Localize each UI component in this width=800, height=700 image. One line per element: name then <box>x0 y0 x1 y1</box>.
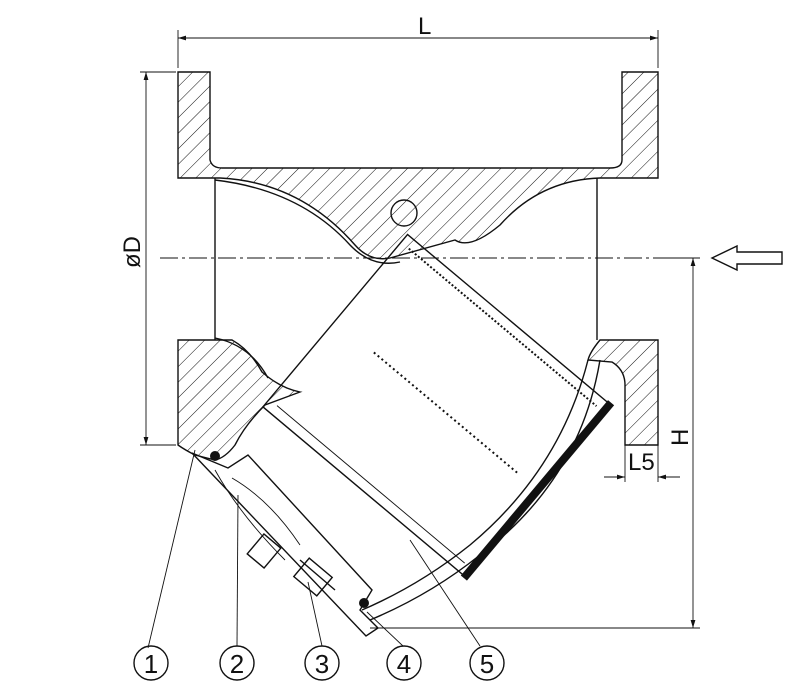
part-balloon-5: 5 <box>469 645 505 681</box>
dimension-height: H <box>370 257 700 629</box>
left-arrow-icon <box>710 244 783 272</box>
leader-lines <box>147 449 481 649</box>
body-lower-right-section <box>587 339 659 446</box>
drain-plug <box>246 532 336 597</box>
part-number-2: 2 <box>230 649 244 679</box>
gasket-ring-right <box>359 598 369 608</box>
part-balloon-4: 4 <box>386 645 422 681</box>
dimension-height-label: H <box>667 429 694 446</box>
body-drain-hole <box>390 199 418 227</box>
body-upper-section <box>177 71 659 260</box>
part-number-3: 3 <box>315 649 329 679</box>
part-number-1: 1 <box>144 649 158 679</box>
part-balloon-1: 1 <box>133 645 169 681</box>
dimension-flange-thickness-label: L5 <box>628 449 655 476</box>
screen-element <box>261 233 615 581</box>
dimension-flange-thickness: L5 <box>604 445 680 482</box>
dimension-length: L <box>177 13 659 68</box>
valve-body <box>177 71 659 621</box>
dimension-diameter-label: øD <box>119 236 146 268</box>
cover-assembly <box>191 451 380 637</box>
gasket-ring-left <box>210 451 220 461</box>
part-number-5: 5 <box>480 649 494 679</box>
part-number-4: 4 <box>397 649 411 679</box>
part-balloon-3: 3 <box>304 645 340 681</box>
body-lower-left-section <box>177 339 303 461</box>
dimension-length-label: L <box>418 13 431 40</box>
dimension-diameter: øD <box>119 71 176 446</box>
part-balloon-2: 2 <box>219 645 255 681</box>
